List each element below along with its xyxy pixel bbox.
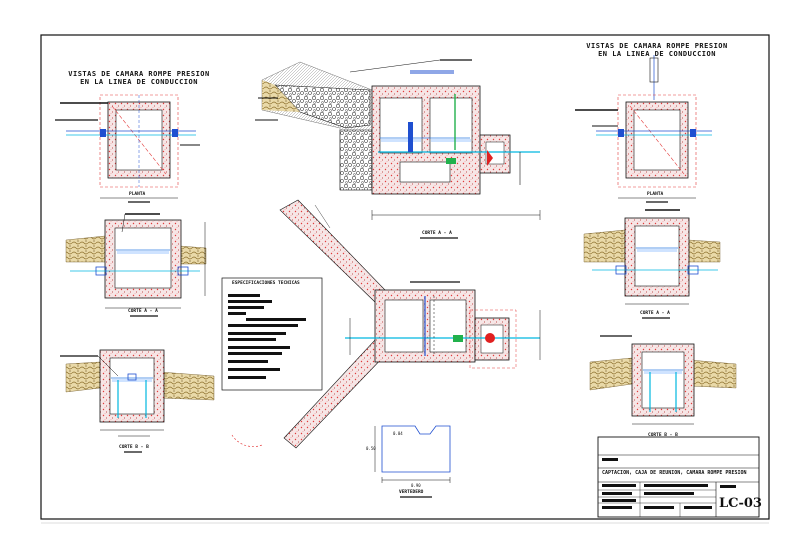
left-sheet-title: VISTAS DE CAMARA ROMPE PRESION EN LA LIN…: [65, 70, 213, 86]
right-sheet-title: VISTAS DE CAMARA ROMPE PRESION EN LA LIN…: [583, 42, 731, 58]
center-plan-view: [231, 199, 541, 449]
center-cut-aa-caption: CORTE A - A: [422, 231, 452, 236]
left-title-line1: VISTAS DE CAMARA ROMPE PRESION: [68, 70, 210, 78]
left-cut-aa-caption: CORTE A - A: [128, 309, 158, 314]
specs-title: ESPECIFICACIONES TECNICAS: [232, 281, 300, 286]
vertedero-notch-dim: 0.04: [393, 431, 403, 436]
sheet-border: [40, 34, 770, 520]
right-cut-aa-caption: CORTE A - A: [640, 311, 670, 316]
right-plan-view: [575, 55, 712, 203]
left-title-line2: EN LA LINEA DE CONDUCCION: [80, 78, 198, 86]
left-cut-bb-view: [60, 349, 215, 453]
left-cut-aa-view: [65, 213, 207, 317]
right-plan-caption: PLANTA: [647, 192, 664, 197]
left-plan-caption: PLANTA: [129, 192, 146, 197]
right-title-line2: EN LA LINEA DE CONDUCCION: [598, 50, 716, 58]
left-cut-bb-caption: CORTE B - B: [119, 445, 149, 450]
vertedero-height-dim: 0.50: [366, 446, 376, 451]
specs-box: [221, 277, 323, 391]
sheet-code: LC-03: [719, 496, 762, 511]
vertedero-width-dim: 0.90: [411, 483, 421, 488]
vertedero-detail: [374, 425, 451, 498]
right-cut-aa-view: [583, 209, 721, 319]
left-plan-view: [55, 94, 200, 203]
right-cut-bb-caption: CORTE B - B: [648, 433, 678, 438]
title-block: [597, 436, 760, 518]
project-title: CAPTACION, CAJA DE REUNION, CAMARA ROMPE…: [602, 470, 747, 476]
right-cut-bb-view: [589, 335, 737, 441]
right-title-line1: VISTAS DE CAMARA ROMPE PRESION: [586, 42, 728, 50]
center-cut-aa-view: [255, 59, 541, 239]
vertedero-caption: VERTEDERO: [399, 490, 424, 495]
